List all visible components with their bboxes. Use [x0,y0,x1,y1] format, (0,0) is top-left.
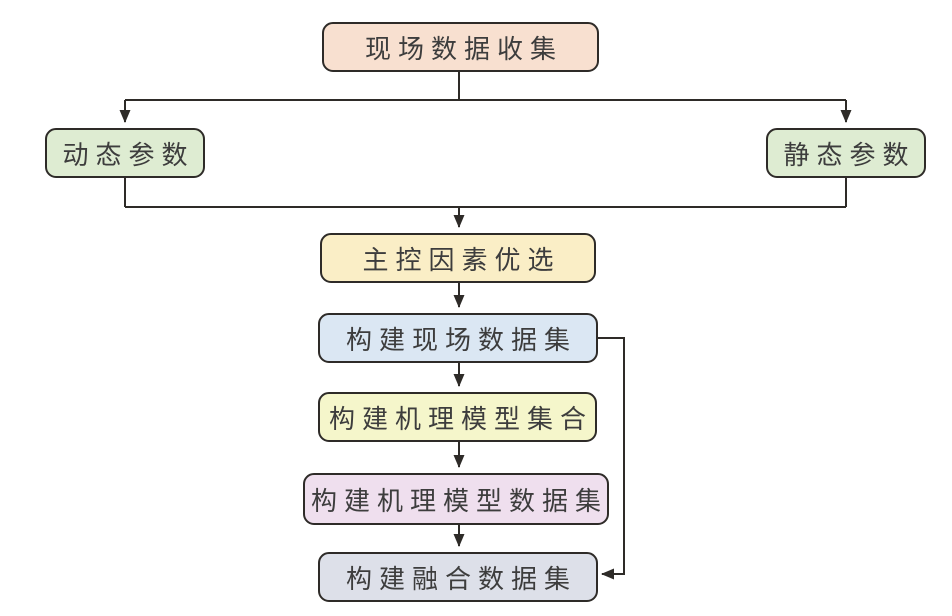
node-label-build-field-dataset: 构建现场数据集 [345,324,577,355]
node-label-static-parameters: 静态参数 [783,139,916,170]
node-build-mechanism-model-set: 构建机理模型集合 [318,392,597,442]
node-key-factor-selection: 主控因素优选 [320,233,596,283]
node-build-mechanism-model-dataset: 构建机理模型数据集 [303,473,609,525]
node-label-dynamic-parameters: 动态参数 [62,139,195,170]
node-label-key-factor-selection: 主控因素优选 [362,244,561,275]
arrow-field-dataset-to-fusion-dataset [598,337,625,580]
node-static-parameters: 静态参数 [766,128,926,178]
node-label-build-mechanism-model-set: 构建机理模型集合 [328,403,593,434]
node-label-build-mechanism-model-dataset: 构建机理模型数据集 [310,485,608,516]
node-label-field-data-collection: 现场数据收集 [364,33,563,64]
node-build-field-dataset: 构建现场数据集 [318,313,598,363]
node-build-fusion-dataset: 构建融合数据集 [318,552,598,602]
node-label-build-fusion-dataset: 构建融合数据集 [345,563,577,594]
node-dynamic-parameters: 动态参数 [45,128,205,178]
node-field-data-collection: 现场数据收集 [322,22,599,72]
